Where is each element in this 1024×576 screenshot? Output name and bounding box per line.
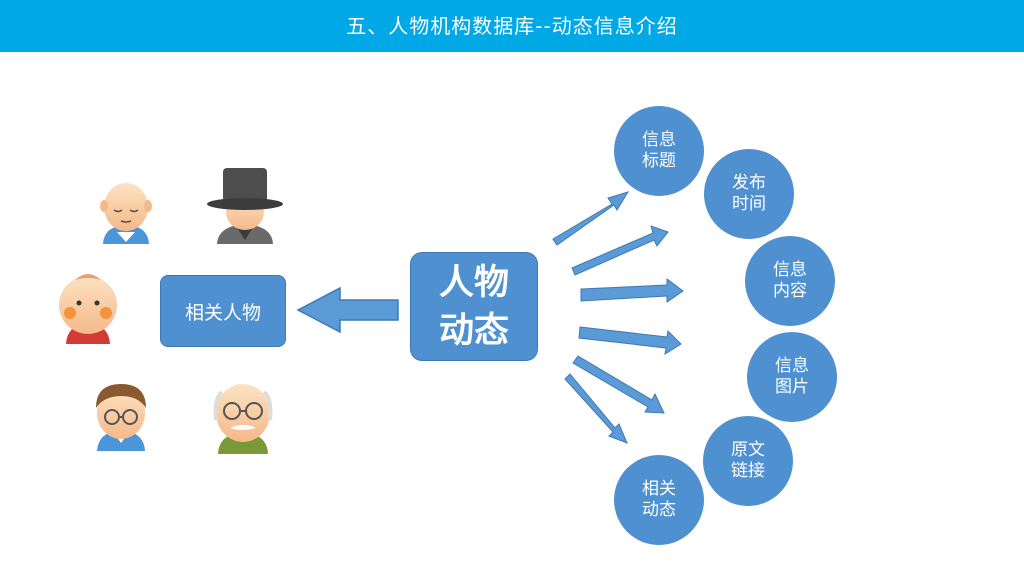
arrow-to-time-icon xyxy=(572,226,668,275)
info-image-node: 信息 图片 xyxy=(747,332,837,422)
hat-man-avatar-icon xyxy=(207,168,283,244)
child-avatar-icon xyxy=(59,274,117,344)
center-node: 人物 动态 xyxy=(410,252,538,361)
related-updates-node: 相关 动态 xyxy=(614,455,704,545)
fan-arrows xyxy=(553,192,683,443)
info-title-node: 信息 标题 xyxy=(614,106,704,196)
arrow-to-content-icon xyxy=(581,279,683,302)
info-content-node: 信息 内容 xyxy=(745,236,835,326)
old-man-avatar-icon xyxy=(216,384,271,454)
arrow-to-link-icon xyxy=(573,356,664,413)
left-arrow-icon xyxy=(298,288,398,332)
related-people-box: 相关人物 xyxy=(160,275,286,347)
publish-time-node: 发布 时间 xyxy=(704,149,794,239)
arrow-to-title-icon xyxy=(553,192,628,245)
original-link-node: 原文 链接 xyxy=(703,416,793,506)
arrow-to-image-icon xyxy=(579,327,681,354)
bald-man-avatar-icon xyxy=(100,183,152,244)
glasses-man-avatar-icon xyxy=(96,384,146,451)
